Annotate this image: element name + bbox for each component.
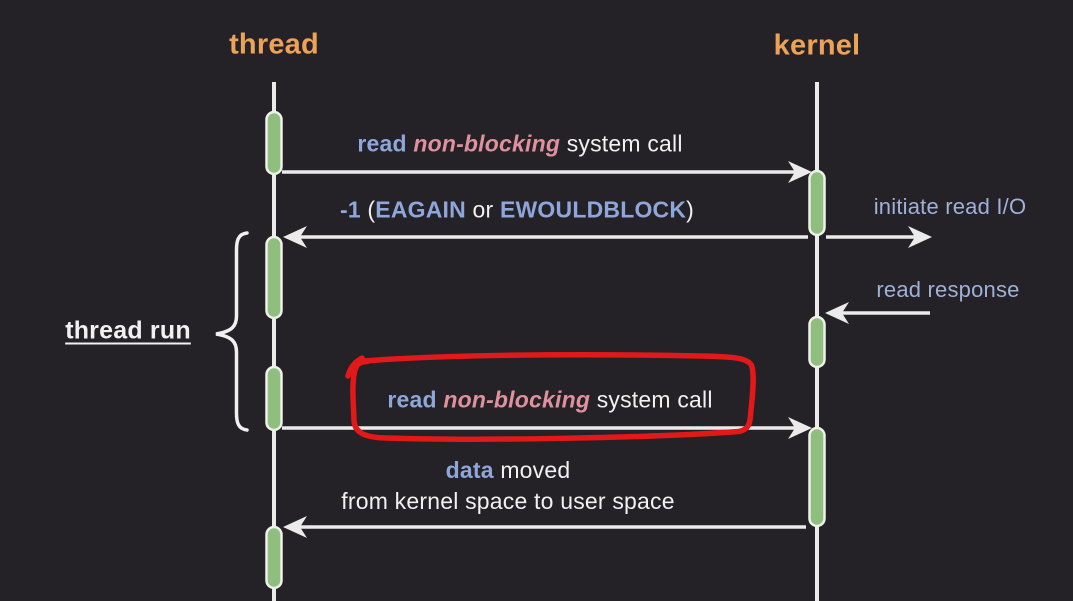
- keyword-nonblocking: non-blocking: [413, 130, 561, 157]
- arrowhead-left: [283, 516, 307, 538]
- conjunction-or: or: [472, 196, 494, 223]
- message-tail: system call: [596, 386, 713, 413]
- annotation-initiate-read-io: initiate read I/O: [873, 194, 1027, 219]
- activation-bar: [265, 525, 283, 590]
- data-moved-line2: from kernel space to user space: [341, 488, 675, 514]
- thread-run-brace: [215, 231, 249, 432]
- message-tail: system call: [566, 130, 683, 157]
- errno-ewouldblock: EWOULDBLOCK: [499, 196, 687, 223]
- activation-bar: [265, 365, 283, 432]
- keyword-read: read: [387, 386, 437, 413]
- arrowhead-left: [825, 302, 849, 324]
- arrowhead-right: [908, 226, 932, 248]
- thread-activation-bars: [265, 110, 283, 590]
- keyword-data: data: [445, 457, 494, 483]
- return-code: -1: [339, 196, 361, 223]
- message-label-read-nonblocking-2: read non-blocking system call: [387, 387, 712, 414]
- actor-label-kernel: kernel: [773, 29, 861, 62]
- data-moved-line1: data moved: [341, 455, 674, 486]
- arrowhead-right: [788, 161, 812, 183]
- message-label-read-nonblocking-1: read non-blocking system call: [357, 131, 682, 158]
- message-label-data-moved: data moved from kernel space to user spa…: [341, 455, 674, 517]
- activation-bar: [265, 235, 283, 320]
- arrowhead-right: [788, 417, 812, 439]
- paren-open: (: [367, 196, 376, 223]
- message-arrows: [282, 161, 932, 538]
- activation-bar: [808, 315, 826, 369]
- red-oval-pen-hook: [345, 355, 365, 379]
- kernel-activation-bars: [808, 169, 826, 528]
- message-label-eagain: -1 (EAGAIN or EWOULDBLOCK): [340, 197, 694, 224]
- red-highlight-annotation: [345, 351, 756, 442]
- activation-bar: [808, 169, 826, 237]
- annotation-read-response: read response: [876, 277, 1020, 302]
- errno-eagain: EAGAIN: [375, 196, 466, 223]
- annotation-thread-run: thread run: [65, 316, 191, 345]
- word-moved: moved: [500, 457, 571, 483]
- activation-bar: [265, 110, 283, 176]
- keyword-read: read: [357, 130, 407, 157]
- red-oval-path: [350, 351, 756, 442]
- arrowhead-left: [283, 226, 307, 248]
- activation-bar: [808, 426, 826, 528]
- paren-close: ): [686, 196, 695, 223]
- actor-label-thread: thread: [229, 28, 319, 61]
- keyword-nonblocking: non-blocking: [443, 386, 591, 413]
